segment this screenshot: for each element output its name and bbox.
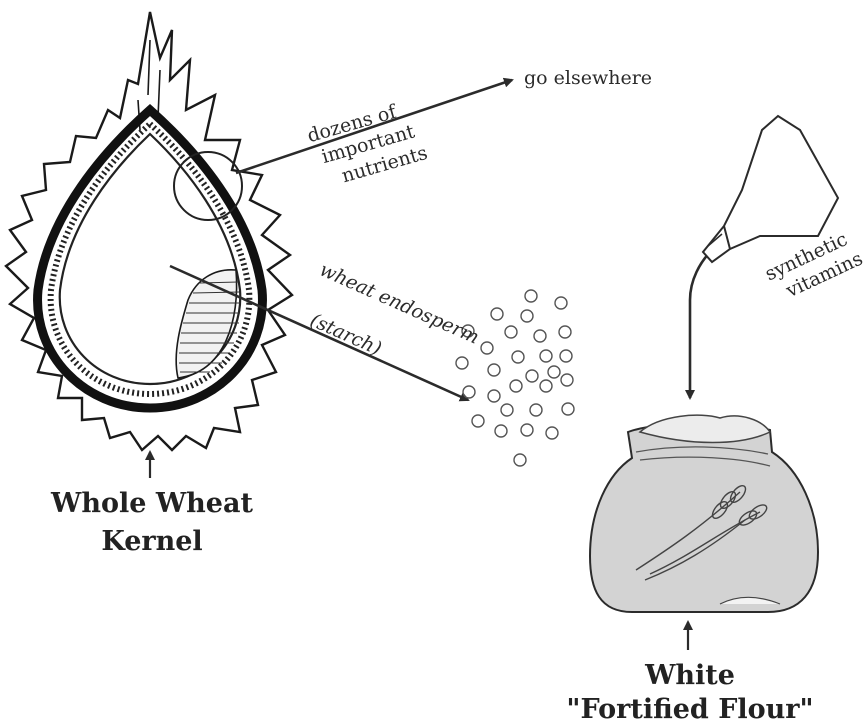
kernel-label-line2: Kernel (101, 526, 202, 557)
endosperm-label: wheat endosperm (starch) (296, 259, 483, 395)
flour-sack-icon (590, 415, 818, 612)
endosperm-label-line2: (starch) (307, 309, 385, 360)
wheat-kernel (6, 12, 292, 450)
go-elsewhere-label: go elsewhere (524, 67, 652, 89)
starch-granules (456, 290, 574, 466)
flour-label-line1: White (644, 660, 735, 691)
synthetic-vitamins-label: synthetic vitamins (762, 226, 866, 307)
kernel-label-line1: Whole Wheat (50, 488, 253, 519)
flour-label-line2: "Fortified Flour" (566, 694, 813, 725)
nutrient-highlight-circle (174, 152, 242, 220)
vitamins-pour-arrow (690, 250, 712, 398)
germ (176, 270, 236, 378)
